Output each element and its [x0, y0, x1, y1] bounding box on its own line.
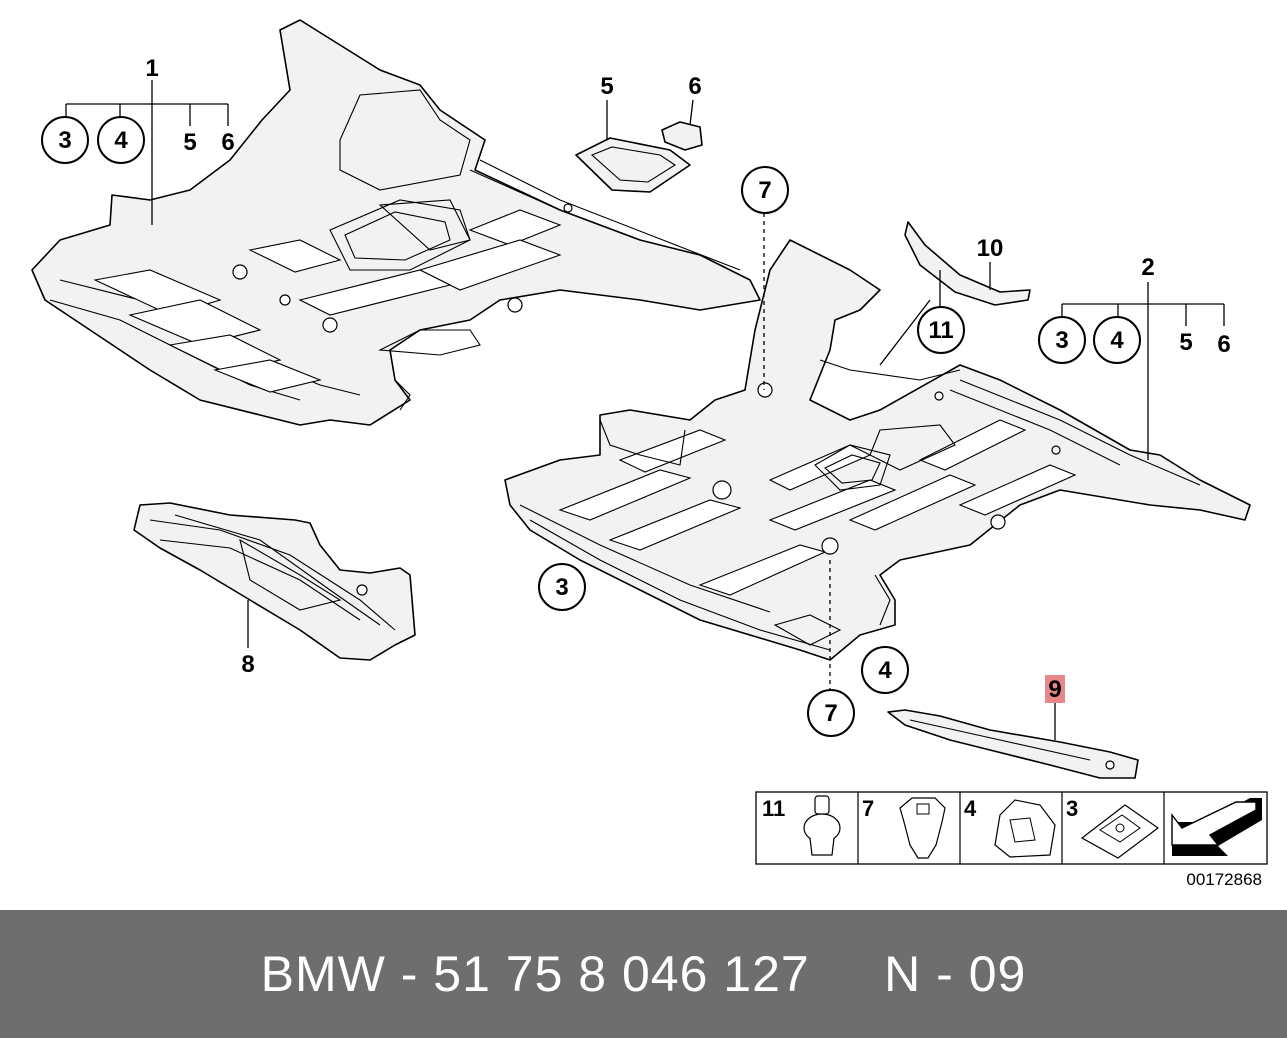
svg-text:4: 4 — [1110, 327, 1124, 354]
svg-text:7: 7 — [758, 177, 771, 204]
callout-3-lower: 3 — [538, 563, 586, 611]
svg-text:3: 3 — [1055, 327, 1068, 354]
callout-5-group2: 5 — [1179, 329, 1192, 356]
callout-7-top: 7 — [741, 166, 789, 214]
strip-part-10 — [879, 221, 1031, 366]
legend-num-11: 11 — [762, 796, 785, 821]
callout-5-top: 5 — [600, 73, 613, 100]
clip-icon — [994, 799, 1056, 858]
callout-10: 10 — [977, 235, 1004, 262]
callout-6-top: 6 — [688, 73, 701, 100]
callout-11: 11 — [917, 306, 965, 354]
callout-1: 1 — [145, 55, 158, 82]
direction-arrow-icon — [1171, 798, 1262, 856]
callout-6-group2: 6 — [1217, 331, 1230, 358]
expanding-nut-icon — [899, 797, 946, 859]
legend-num-7: 7 — [862, 796, 874, 821]
parts-diagram: 3 4 1 5 6 5 6 7 10 11 2 3 4 5 6 3 4 7 8 — [31, 19, 1268, 889]
callout-2: 2 — [1141, 254, 1154, 281]
callout-leaders-part-7 — [763, 213, 831, 690]
callout-4-group1: 4 — [97, 116, 145, 164]
callout-4-lower: 4 — [861, 646, 909, 694]
speed-nut-icon — [1080, 804, 1160, 859]
image-code: 00172868 — [1186, 870, 1262, 889]
callout-4-group2: 4 — [1093, 316, 1141, 364]
callout-leaders-group-2 — [1061, 282, 1225, 460]
callout-3-group2: 3 — [1038, 316, 1086, 364]
svg-text:9: 9 — [1048, 676, 1061, 703]
bracket-part-8 — [133, 502, 416, 661]
strip-part-9 — [887, 702, 1139, 779]
rear-underbody-shield — [504, 239, 1251, 661]
front-underbody-shield — [31, 19, 761, 426]
callout-8: 8 — [241, 651, 254, 678]
svg-text:3: 3 — [58, 127, 71, 154]
svg-text:4: 4 — [878, 657, 892, 684]
callout-7-lower: 7 — [807, 689, 855, 737]
svg-text:3: 3 — [555, 574, 568, 601]
callout-leaders-group-1 — [65, 80, 229, 225]
push-rivet-icon — [803, 795, 841, 856]
legend-num-3: 3 — [1066, 796, 1078, 821]
svg-text:11: 11 — [928, 317, 953, 344]
part-number-text: BMW - 51 75 8 046 127 N - 09 — [260, 946, 1027, 1002]
svg-text:4: 4 — [114, 127, 128, 154]
fastener-legend: 11 7 4 3 — [755, 791, 1268, 865]
svg-text:7: 7 — [824, 700, 837, 727]
cap-part-6 — [661, 99, 703, 151]
part-number-footer: BMW - 51 75 8 046 127 N - 09 — [0, 910, 1287, 1038]
bracket-part-5 — [575, 100, 691, 193]
callout-9-highlighted: 9 — [1045, 675, 1065, 703]
legend-num-4: 4 — [964, 796, 977, 821]
callout-6-group1: 6 — [221, 129, 234, 156]
callout-5-group1: 5 — [183, 129, 196, 156]
callout-3-group1: 3 — [41, 116, 89, 164]
